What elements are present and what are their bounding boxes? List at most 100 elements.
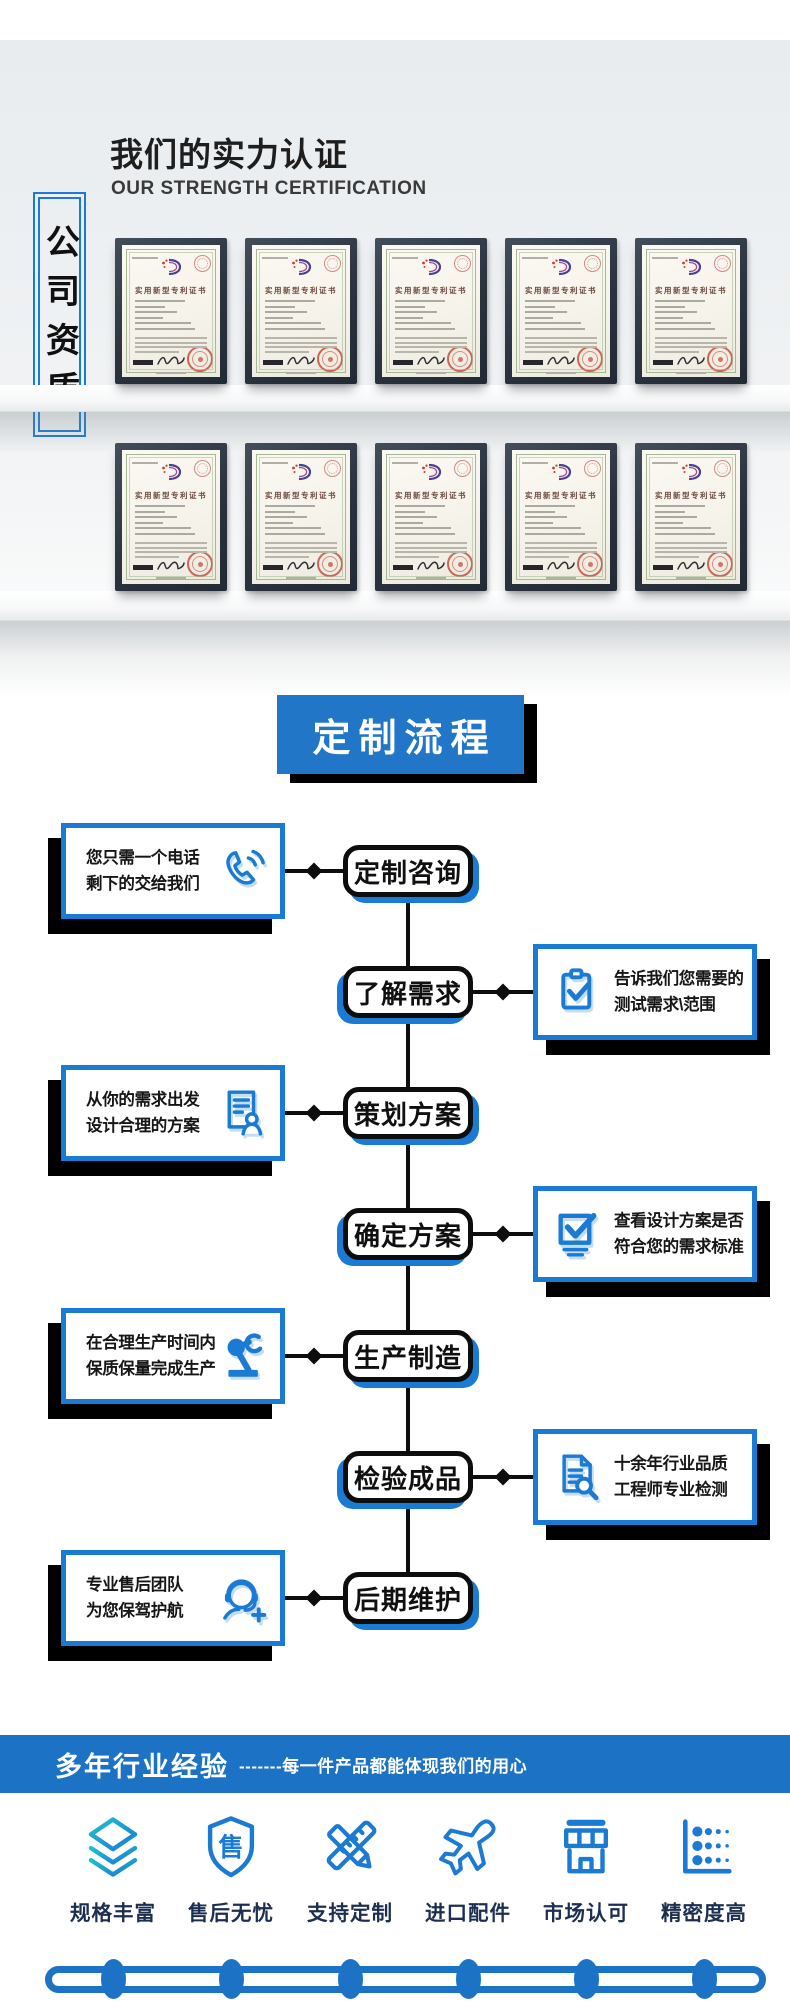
- certificate-text-line: [135, 305, 165, 308]
- patent-seal-bottom-icon: [707, 551, 733, 577]
- certificate-text-line: [395, 316, 423, 319]
- certificate-text-line: [655, 316, 683, 319]
- feature-label: 市场认可: [543, 1902, 629, 1925]
- certificate-microtext: [286, 577, 316, 579]
- certificate-paragraph-line: [525, 350, 569, 353]
- certificate-office-stamp: [653, 360, 673, 365]
- timeline-dot: [218, 1959, 244, 1999]
- patent-seal-bottom-icon: [317, 346, 343, 372]
- certificate-text-line: [655, 300, 705, 302]
- certificate-paragraph-line: [655, 555, 699, 558]
- certificate-frame: 实用新型专利证书: [375, 238, 487, 384]
- certificate-paper: 实用新型专利证书: [122, 450, 220, 584]
- certificate-paper: 实用新型专利证书: [122, 245, 220, 377]
- phone-icon: [218, 845, 270, 897]
- certificate-signature-icon: [156, 558, 186, 579]
- plane-icon: [410, 1806, 526, 1880]
- certificate-paragraph-line: [395, 337, 467, 339]
- flow-box: 在合理生产时间内 保质保量完成生产: [61, 1308, 285, 1404]
- certificate-microtext: [156, 372, 186, 374]
- certificate-office-stamp: [263, 360, 283, 365]
- flow-pill: 了解需求: [343, 966, 473, 1018]
- certificate-paper: 实用新型专利证书: [512, 450, 610, 584]
- patent-seal-top-icon: [194, 255, 211, 272]
- cnipa-logo-icon: [549, 258, 573, 281]
- timeline-dot: [337, 1959, 363, 1999]
- certificate-text-line: [265, 533, 325, 535]
- patent-seal-bottom-icon: [447, 346, 473, 372]
- certificate-paragraph-line: [395, 546, 467, 549]
- flow-pill: 检验成品: [343, 1451, 473, 1503]
- patent-seal-top-icon: [324, 460, 341, 477]
- certificate-title: 实用新型专利证书: [395, 286, 467, 295]
- flow-box: 您只需一个电话 剩下的交给我们: [61, 823, 285, 919]
- certificate-microtext: [262, 257, 288, 259]
- feature-item: 售 售后无忧: [173, 1806, 289, 1926]
- patent-seal-bottom-icon: [577, 346, 603, 372]
- certificate-text-line: [135, 322, 191, 325]
- certificate-text-line: [655, 521, 683, 524]
- certificate-signature-icon: [676, 558, 706, 579]
- patent-seal-bottom-icon: [317, 551, 343, 577]
- flow-box: 告诉我们您需要的 测试需求\范围: [533, 944, 757, 1040]
- cnipa-logo-icon: [289, 258, 313, 281]
- certificate-paragraph-line: [395, 542, 467, 544]
- certificate-text-line: [265, 300, 315, 302]
- certificate-paragraph-line: [135, 555, 179, 558]
- patent-seal-top-icon: [454, 460, 471, 477]
- certificate-office-stamp: [393, 565, 413, 570]
- flow-diamond-icon: [305, 1589, 323, 1607]
- certificate-text-line: [655, 516, 697, 519]
- shelf-bottom-shadow: [0, 621, 790, 699]
- certificate-text-line: [525, 510, 555, 513]
- certificate-paragraph-line: [525, 346, 597, 349]
- timeline-dot: [455, 1959, 481, 1999]
- robot-arm-icon: [218, 1330, 270, 1382]
- certificate-title: 实用新型专利证书: [525, 491, 597, 500]
- certificate-text-line: [525, 322, 581, 325]
- patent-seal-bottom-icon: [707, 346, 733, 372]
- certificate-microtext: [132, 462, 158, 464]
- precision-icon: [646, 1806, 762, 1880]
- certificate-paper: 实用新型专利证书: [512, 245, 610, 377]
- certificate-text-line: [135, 316, 163, 319]
- flow-box-line2: 设计合理的方案: [86, 1117, 200, 1135]
- certificate-paragraph-line: [265, 542, 337, 544]
- cnipa-logo-icon: [679, 258, 703, 281]
- certificate-text-line: [135, 527, 191, 530]
- cnipa-logo-icon: [419, 258, 443, 281]
- certificate-text-line: [395, 322, 451, 325]
- certificate-text-line: [395, 305, 425, 308]
- flow-pill: 生产制造: [343, 1330, 473, 1382]
- flow-box-text: 您只需一个电话 剩下的交给我们: [86, 845, 200, 897]
- feature-item: 精密度高: [646, 1806, 762, 1926]
- cnipa-logo-icon: [159, 258, 183, 281]
- flow-box: 十余年行业品质 工程师专业检测: [533, 1429, 757, 1525]
- certificate-paragraph-line: [525, 546, 597, 549]
- feature-label: 售后无忧: [188, 1902, 274, 1925]
- feature-item: 规格丰富: [55, 1806, 171, 1926]
- certificate-text-line: [525, 316, 553, 319]
- certificate-paragraph-line: [655, 546, 727, 549]
- flow-header: 定制流程: [277, 695, 524, 774]
- certificate-title: 实用新型专利证书: [655, 286, 727, 295]
- certificate-office-stamp: [263, 565, 283, 570]
- certificate-frame: 实用新型专利证书: [505, 238, 617, 384]
- certificate-text-line: [265, 328, 325, 330]
- certificate-text-line: [655, 533, 715, 535]
- cnipa-logo-icon: [159, 463, 183, 486]
- certificate-text-line: [135, 300, 185, 302]
- flow-box-text: 十余年行业品质 工程师专业检测: [614, 1451, 728, 1503]
- certificate-text-line: [525, 533, 585, 535]
- certificate-paragraph-line: [135, 337, 207, 339]
- certificate-signature-icon: [416, 353, 446, 374]
- feature-label: 支持定制: [307, 1902, 393, 1925]
- certificate-text-line: [135, 505, 185, 507]
- clipboard-check-icon: [552, 966, 604, 1018]
- certificate-paragraph-line: [525, 551, 597, 554]
- cnipa-logo-icon: [419, 463, 443, 486]
- certificate-paragraph-line: [395, 346, 467, 349]
- flow-pill: 策划方案: [343, 1087, 473, 1139]
- certificate-signature-icon: [676, 353, 706, 374]
